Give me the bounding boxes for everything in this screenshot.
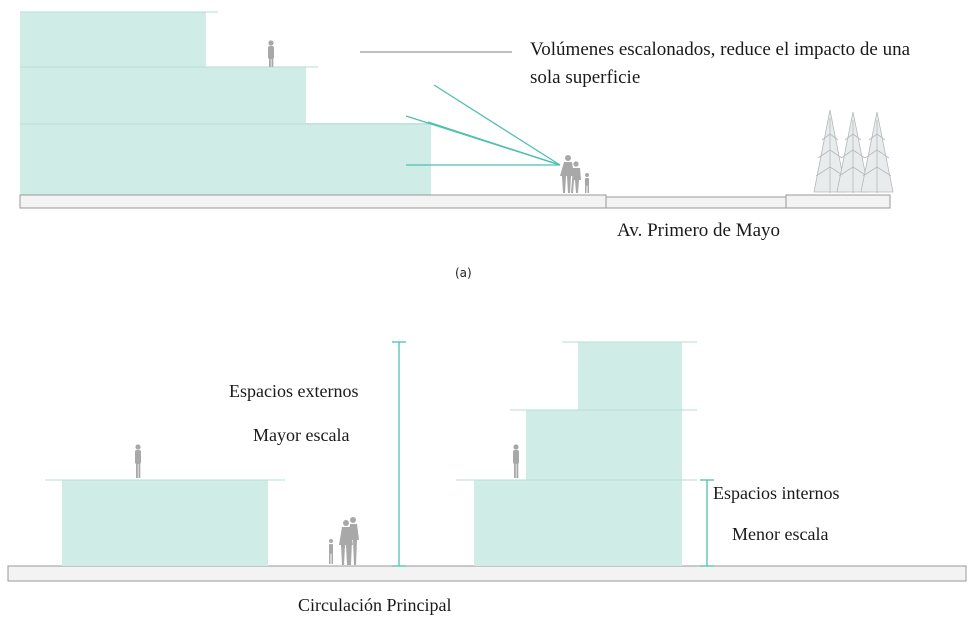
road-surface (605, 196, 787, 209)
median-ground (785, 194, 891, 209)
volume-right-top (578, 342, 682, 412)
volume-tier-middle (20, 67, 306, 125)
internal-scale-dimension (700, 479, 714, 567)
tree-icons (813, 109, 894, 193)
pedestrian-family (329, 517, 359, 565)
volume-left (62, 480, 268, 566)
diagram-b: Espacios externos Mayor escala Espacios … (7, 341, 967, 615)
volume-right-middle (526, 410, 682, 482)
smaller-scale-label: Menor escala (732, 524, 828, 544)
annotation-text-line1: Volúmenes escalonados, reduce el impacto… (530, 39, 911, 60)
tree-icon (813, 109, 847, 193)
external-scale-dimension (392, 341, 406, 567)
circulation-label: Circulación Principal (298, 595, 451, 615)
volume-right-bottom (474, 480, 682, 566)
annotation-text-line2: sola superficie (530, 67, 640, 88)
sight-line-3 (427, 121, 561, 166)
external-spaces-label: Espacios externos (229, 381, 358, 401)
volume-tier-top (20, 12, 206, 69)
internal-spaces-label: Espacios internos (713, 483, 839, 503)
street-label: Av. Primero de Mayo (617, 220, 780, 241)
sight-line-1 (433, 84, 561, 166)
person-figure-terrace (268, 40, 274, 67)
person-figure-right-roof (513, 444, 519, 478)
tree-icon (836, 111, 870, 193)
caption-a: (a) (455, 266, 472, 280)
diagram-a: Volúmenes escalonados, reduce el impacto… (19, 11, 911, 280)
pedestrian-group (560, 155, 589, 193)
larger-scale-label: Mayor escala (253, 425, 349, 445)
volume-tier-bottom (20, 123, 431, 195)
person-figure-left-roof (135, 444, 141, 478)
circulation-ground (7, 565, 967, 582)
tree-icon (860, 111, 894, 193)
sidewalk-ground (19, 194, 607, 209)
